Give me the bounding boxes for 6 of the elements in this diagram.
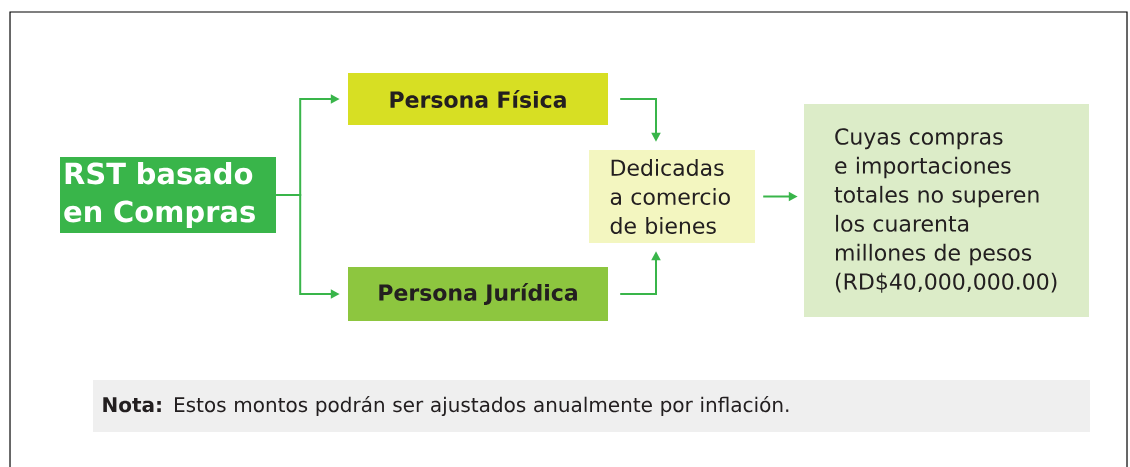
note-box: Nota: Estos montos podrán ser ajustados anualmente por inflación. (93, 380, 1090, 432)
category-box: Persona Física (348, 73, 608, 125)
start-box: RST basado en Compras (60, 157, 276, 233)
category-box: Persona Jurídica (348, 267, 608, 321)
condition-box: Cuyas compras e importaciones totales no superen los cuarenta millones de pesos (RD$40,000,000.00) (804, 104, 1089, 317)
condition-box: Dedicadas a comercio de bienes (589, 150, 755, 243)
